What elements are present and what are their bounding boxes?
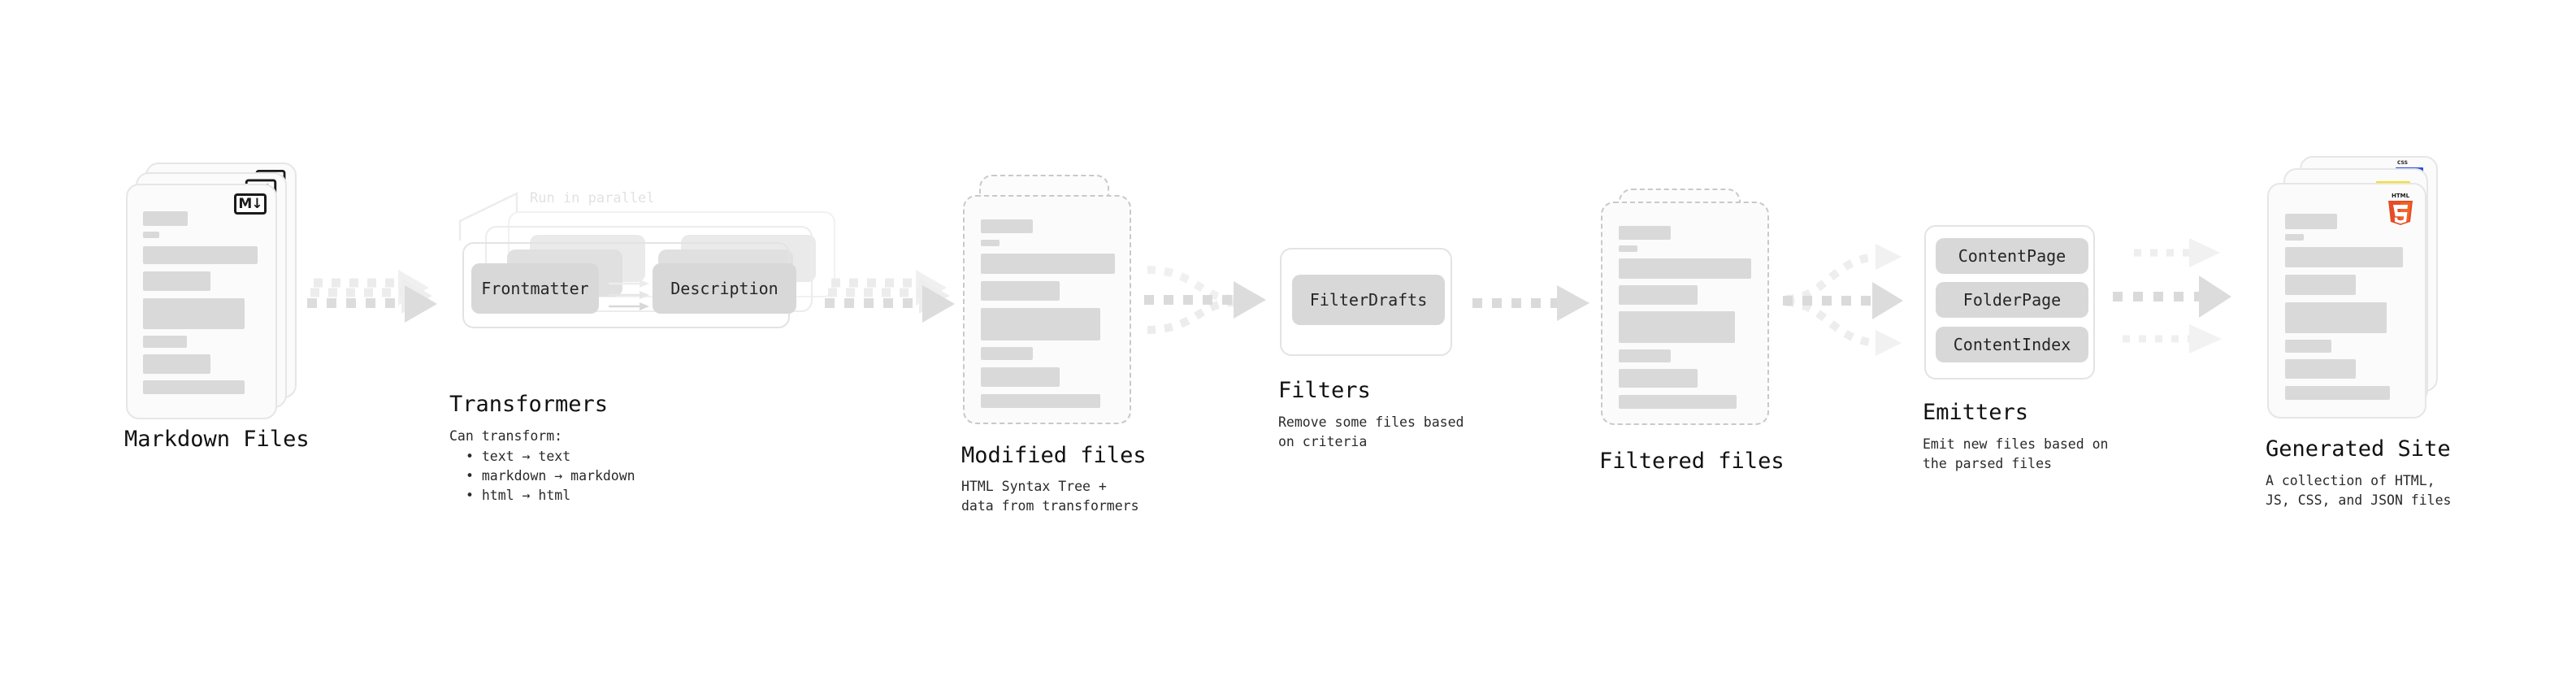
- site-doc-html: HTML: [2267, 183, 2426, 419]
- stage-title-modified-files: Modified files: [961, 443, 1147, 468]
- stage-generated-site: CSS HTML: [2266, 156, 2462, 508]
- site-doc-content: [2269, 184, 2425, 417]
- filter-chip-filterdrafts[interactable]: FilterDrafts: [1292, 275, 1445, 325]
- modified-doc-front: [963, 195, 1131, 424]
- transformer-internal-arrows: [609, 280, 649, 310]
- filtered-file-stack: [1601, 189, 1780, 432]
- transformer-chip-frontmatter-label: Frontmatter: [481, 279, 589, 298]
- stage-filtered-files: Filtered files: [1599, 189, 1785, 474]
- emitter-chip-contentindex-label: ContentIndex: [1953, 335, 2071, 354]
- modified-file-stack: [963, 175, 1142, 427]
- stage-markdown-files: M↓ M↓ M↓ Markdown Files: [124, 163, 313, 452]
- modified-doc-content: [965, 197, 1130, 423]
- transformers-bullet-2: • html → html: [466, 488, 571, 503]
- arrow-transformers-to-modified: [825, 268, 955, 341]
- stage-title-filters: Filters: [1278, 378, 1371, 403]
- transformer-chip-description-label: Description: [670, 279, 778, 298]
- filters-description: Remove some files based on criteria: [1278, 414, 1464, 449]
- transformer-chip-description[interactable]: Description: [653, 263, 796, 314]
- arrow-filters-to-filtered: [1471, 284, 1601, 325]
- stage-modified-files: Modified files HTML Syntax Tree + data f…: [961, 175, 1147, 514]
- stage-title-filtered-files: Filtered files: [1599, 449, 1785, 474]
- emitter-chip-folderpage-label: FolderPage: [1962, 290, 2062, 310]
- markdown-doc-front: M↓: [126, 184, 277, 419]
- transformers-description: Can transform:: [449, 428, 563, 444]
- markdown-badge-front: M↓: [234, 193, 267, 215]
- emitter-chip-contentpage-label: ContentPage: [1958, 246, 2066, 266]
- arrow-markdown-to-transformers: [307, 268, 437, 341]
- arrow-filtered-to-emitters: [1780, 236, 1926, 366]
- transformer-box-front: Frontmatter Description: [462, 242, 796, 328]
- stage-title-transformers: Transformers: [449, 392, 609, 417]
- filter-chip-filterdrafts-label: FilterDrafts: [1309, 290, 1428, 310]
- emitter-chip-contentindex[interactable]: ContentIndex: [1936, 327, 2088, 362]
- transformers-bullet-1: • markdown → markdown: [466, 468, 635, 484]
- stage-title-generated-site: Generated Site: [2266, 436, 2451, 462]
- generated-site-description: A collection of HTML, JS, CSS, and JSON …: [2266, 473, 2452, 508]
- modified-files-description: HTML Syntax Tree + data from transformer…: [961, 479, 1139, 514]
- emitters-description: Emit new files based on the parsed files: [1923, 436, 2109, 471]
- transformers-bullet-0: • text → text: [466, 449, 571, 464]
- emitter-chip-contentpage[interactable]: ContentPage: [1936, 238, 2088, 274]
- arrow-emitters-to-site: [2105, 232, 2251, 362]
- filtered-doc-content: [1602, 203, 1767, 423]
- css-badge-label: CSS: [2397, 160, 2408, 166]
- arrow-modified-to-filters: [1138, 252, 1284, 358]
- emitter-chip-folderpage[interactable]: FolderPage: [1936, 282, 2088, 318]
- run-in-parallel-bracket: [458, 192, 518, 241]
- emitters-box: ContentPage FolderPage ContentIndex: [1924, 225, 2095, 380]
- run-in-parallel-label: Run in parallel: [530, 190, 655, 206]
- filters-box: FilterDrafts: [1280, 248, 1452, 356]
- filtered-doc-front: [1601, 202, 1769, 425]
- markdown-doc-content: [128, 185, 275, 418]
- stage-title-markdown-files: Markdown Files: [124, 427, 310, 452]
- markdown-badge-label-front: M↓: [238, 196, 262, 212]
- html5-badge: HTML: [2386, 191, 2415, 225]
- transformers-bullet-list: • text → text • markdown → markdown • ht…: [456, 447, 635, 505]
- transformer-chip-frontmatter[interactable]: Frontmatter: [471, 263, 599, 314]
- generated-site-stack: CSS HTML: [2267, 156, 2462, 424]
- stage-title-emitters: Emitters: [1923, 400, 2029, 425]
- markdown-file-stack: M↓ M↓ M↓: [126, 163, 313, 423]
- html5-badge-wordmark: HTML: [2392, 193, 2410, 199]
